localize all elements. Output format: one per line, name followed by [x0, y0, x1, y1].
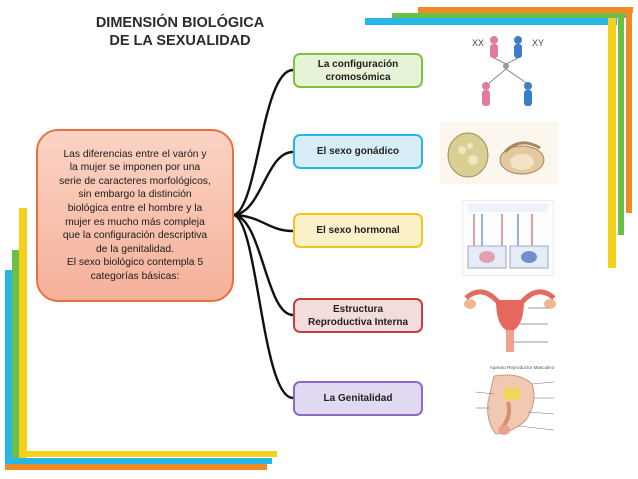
frame-bar-left-green [12, 250, 19, 465]
frame-bar-right-green [618, 13, 624, 235]
intro-box: Las diferencias entre el varón y la muje… [36, 129, 234, 302]
intro-line: biológica entre el hombre y la [67, 202, 203, 214]
frame-bar-top-orange [418, 7, 633, 13]
connector-1 [233, 68, 294, 217]
category-internal-structure: Estructura Reproductiva Interna [293, 298, 423, 333]
intro-line: mujer es mucho más compleja [65, 216, 205, 228]
title-line-1: DIMENSIÓN BIOLÓGICA [95, 15, 265, 31]
gonad-illustration [440, 122, 558, 184]
connector-5 [233, 213, 294, 400]
category-gonadal: El sexo gonádico [293, 134, 423, 169]
category-label-line1: El sexo gonádico [316, 146, 400, 157]
intro-line: que la configuración descriptiva [62, 230, 208, 242]
male-anatomy-illustration: Aparato Reproductor Masculino [475, 365, 555, 435]
category-label-line2: cromosómica [325, 71, 391, 83]
connector-4 [233, 213, 294, 317]
intro-line: serie de caracteres morfológicos, [59, 175, 211, 187]
frame-bar-bottom-blue [12, 458, 272, 464]
category-genitalia: La Genitalidad [293, 381, 423, 416]
connector-3 [233, 213, 294, 233]
category-label-line1: La Genitalidad [323, 393, 393, 404]
intro-line: Las diferencias entre el varón y [63, 148, 207, 160]
frame-bar-top-blue [365, 18, 617, 25]
intro-line: de la genitalidad. [96, 243, 174, 255]
frame-bar-bottom-orange [5, 464, 267, 470]
category-chromosomal: La configuración cromosómica [293, 53, 423, 88]
intro-line: El sexo biológico contempla 5 [66, 257, 204, 269]
intro-line: categorías básicas: [90, 270, 180, 282]
category-hormonal: El sexo hormonal [293, 213, 423, 248]
category-label-line2: Reproductiva Interna [307, 316, 409, 328]
category-label-line1: La configuración [317, 58, 399, 70]
category-label-line1: El sexo hormonal [316, 225, 400, 236]
frame-bar-right-yellow [608, 18, 616, 268]
chromosome-xx-label: XX [472, 38, 484, 48]
frame-bar-left-yellow [19, 208, 27, 458]
frame-bar-bottom-yellow [19, 451, 277, 457]
uterus-illustration [464, 289, 556, 352]
connector-2 [233, 150, 294, 217]
frame-bar-right-orange [626, 7, 632, 213]
chromosome-illustration: XX XY [472, 36, 544, 106]
frame-bar-top-green [392, 13, 630, 18]
intro-line: la mujer se imponen por una [69, 162, 201, 174]
title-line-2: DE LA SEXUALIDAD [109, 33, 251, 49]
page-title: DIMENSIÓN BIOLÓGICA DE LA SEXUALIDAD [60, 14, 300, 50]
hormonal-illustration [462, 200, 554, 276]
male-anatomy-title: Aparato Reproductor Masculino [490, 365, 555, 370]
frame-bar-left-blue [5, 270, 12, 470]
chromosome-xy-label: XY [532, 38, 544, 48]
category-label-line1: Estructura [332, 303, 383, 315]
intro-line: sin embargo la distinción [78, 189, 192, 201]
